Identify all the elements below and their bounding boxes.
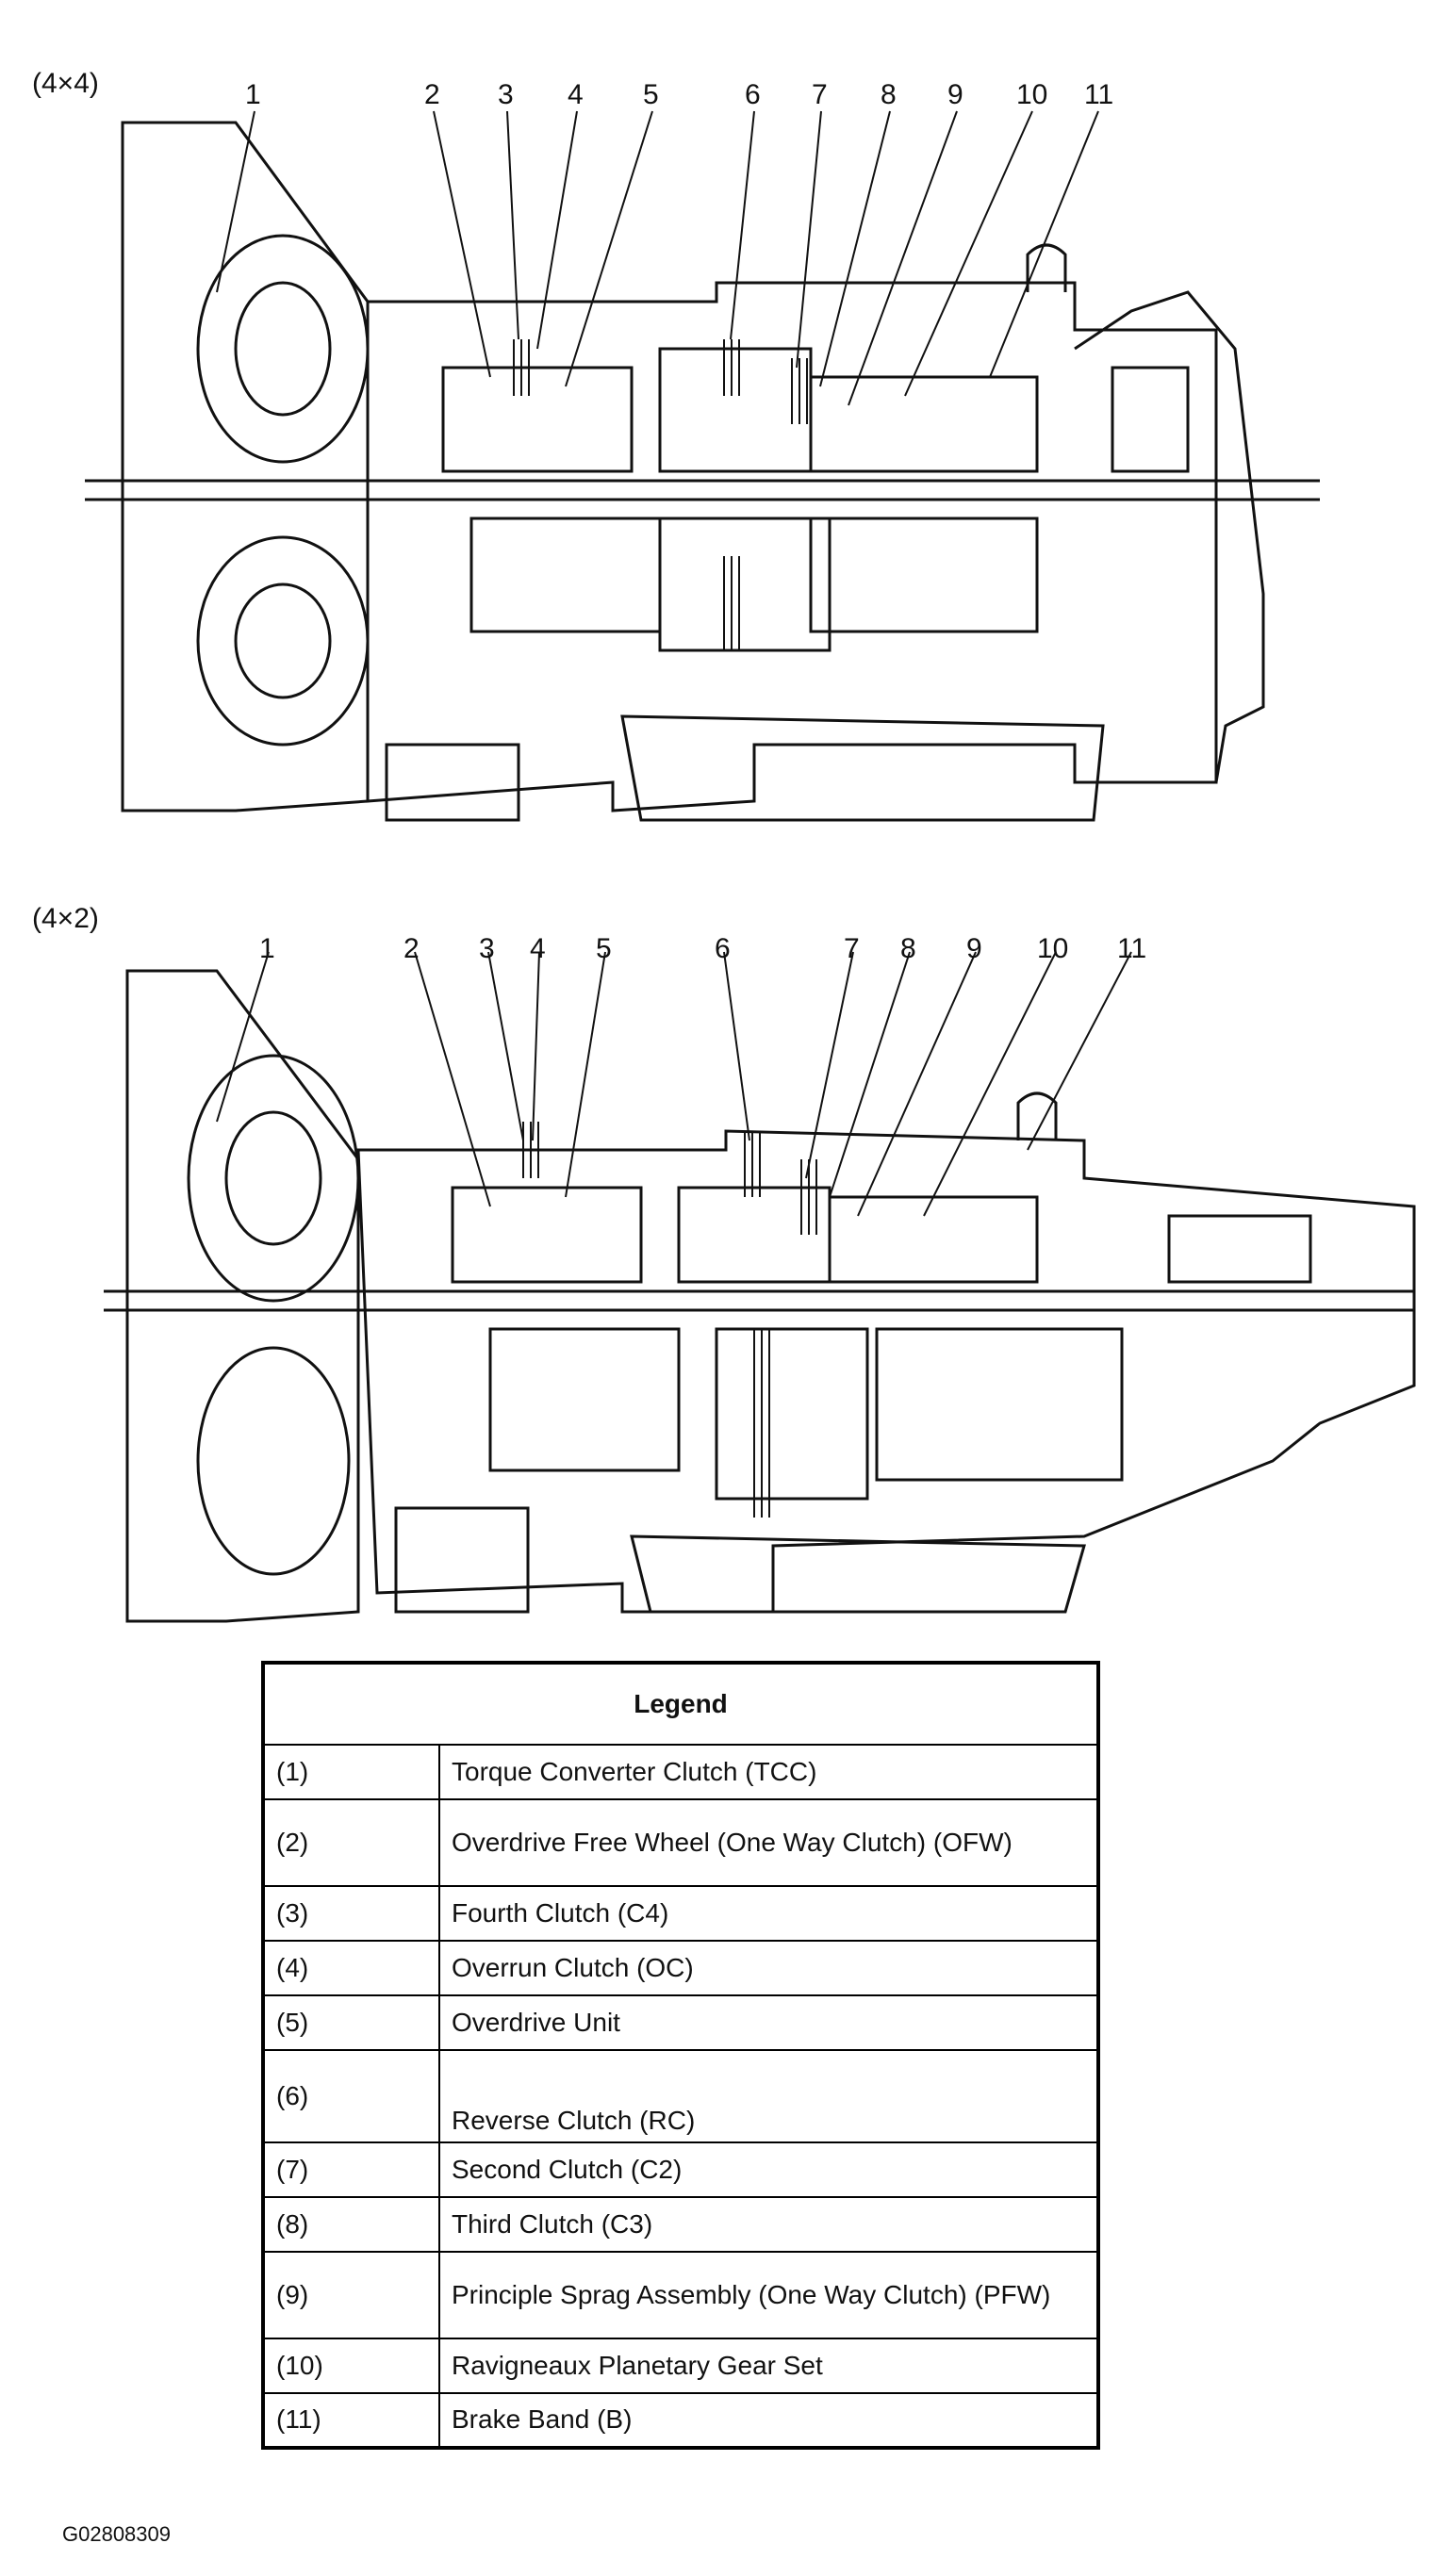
callout-10: 10 <box>1037 933 1068 964</box>
main-case <box>356 1129 1416 1614</box>
callout-7: 7 <box>812 79 828 110</box>
torque-converter-upper <box>196 234 370 464</box>
legend-code: (3) <box>262 1885 440 1942</box>
callout-7: 7 <box>844 933 860 964</box>
callout-2: 2 <box>424 79 440 110</box>
legend-code: (8) <box>262 2196 440 2253</box>
torque-converter-lower <box>196 535 370 747</box>
callout-6: 6 <box>715 933 731 964</box>
oil-pan <box>620 714 1105 822</box>
callout-1: 1 <box>259 933 275 964</box>
legend-code: (9) <box>262 2251 440 2339</box>
legend-description: Overdrive Free Wheel (One Way Clutch) (O… <box>438 1798 1099 1887</box>
legend-description: Reverse Clutch (RC) <box>438 2049 1099 2143</box>
callout-9: 9 <box>947 79 963 110</box>
legend-code: (7) <box>262 2141 440 2198</box>
callout-2: 2 <box>403 933 420 964</box>
callout-5: 5 <box>643 79 659 110</box>
callout-8: 8 <box>900 933 916 964</box>
legend-description: Torque Converter Clutch (TCC) <box>438 1744 1099 1800</box>
variant-label-4x2: (4×2) <box>32 903 99 934</box>
legend-code: (1) <box>262 1744 440 1800</box>
callout-8: 8 <box>881 79 897 110</box>
callout-9: 9 <box>966 933 982 964</box>
oil-pan <box>630 1534 1086 1614</box>
legend-row: (10)Ravigneaux Planetary Gear Set <box>262 2338 1099 2394</box>
callout-3: 3 <box>498 79 514 110</box>
legend-row: (4)Overrun Clutch (OC) <box>262 1940 1099 1996</box>
transmission-cutaway-4x4: 1 2 3 4 5 6 7 8 9 10 11 <box>85 79 1320 822</box>
callout-6: 6 <box>745 79 761 110</box>
legend-code: (5) <box>262 1994 440 2051</box>
legend-description: Overdrive Unit <box>438 1994 1099 2051</box>
variant-label-4x4: (4×4) <box>32 68 99 99</box>
legend-description: Second Clutch (C2) <box>438 2141 1099 2198</box>
figure-id: G02808309 <box>62 2522 171 2546</box>
callout-5: 5 <box>596 933 612 964</box>
torque-converter <box>187 1054 360 1303</box>
main-case <box>366 281 1218 812</box>
legend-row: (8)Third Clutch (C3) <box>262 2196 1099 2253</box>
bell-housing <box>125 969 360 1623</box>
valve-body <box>394 1506 530 1614</box>
bell-housing <box>121 121 370 812</box>
callout-11: 11 <box>1084 79 1113 110</box>
legend-row: (9)Principle Sprag Assembly (One Way Clu… <box>262 2251 1099 2339</box>
valve-body <box>385 743 520 822</box>
legend-row: (2)Overdrive Free Wheel (One Way Clutch)… <box>262 1798 1099 1887</box>
legend-code: (11) <box>262 2392 440 2449</box>
legend-row: (11)Brake Band (B) <box>262 2392 1099 2449</box>
legend-row: (3)Fourth Clutch (C4) <box>262 1885 1099 1942</box>
callout-3: 3 <box>479 933 495 964</box>
transmission-cutaway-4x2 <box>104 951 1416 1623</box>
callout-numbers-4x4: 1 2 3 4 5 6 7 8 9 10 11 <box>245 79 1113 110</box>
legend-rows: (1)Torque Converter Clutch (TCC)(2)Overd… <box>262 1744 1099 2449</box>
legend-description: Fourth Clutch (C4) <box>438 1885 1099 1942</box>
legend-code: (10) <box>262 2338 440 2394</box>
callout-4: 4 <box>530 933 546 964</box>
callout-1: 1 <box>245 79 261 110</box>
callout-numbers-4x2: 1 2 3 4 5 6 7 8 9 10 11 <box>259 933 1146 964</box>
legend-row: (6)Reverse Clutch (RC) <box>262 2049 1099 2143</box>
callout-10: 10 <box>1016 79 1047 110</box>
legend-description: Principle Sprag Assembly (One Way Clutch… <box>438 2251 1099 2339</box>
legend-description: Ravigneaux Planetary Gear Set <box>438 2338 1099 2394</box>
legend-description: Brake Band (B) <box>438 2392 1099 2449</box>
legend-title: Legend <box>262 1662 1099 1746</box>
legend-description: Overrun Clutch (OC) <box>438 1940 1099 1996</box>
callout-4: 4 <box>568 79 584 110</box>
legend-row: (5)Overdrive Unit <box>262 1994 1099 2051</box>
legend-code: (4) <box>262 1940 440 1996</box>
legend-row: (7)Second Clutch (C2) <box>262 2141 1099 2198</box>
legend-description: Third Clutch (C3) <box>438 2196 1099 2253</box>
extension-housing <box>1074 290 1265 783</box>
legend-code: (6) <box>262 2049 440 2143</box>
callout-11: 11 <box>1117 933 1146 964</box>
legend-table: Legend (1)Torque Converter Clutch (TCC)(… <box>261 1661 1100 2450</box>
legend-code: (2) <box>262 1798 440 1887</box>
legend-row: (1)Torque Converter Clutch (TCC) <box>262 1744 1099 1800</box>
